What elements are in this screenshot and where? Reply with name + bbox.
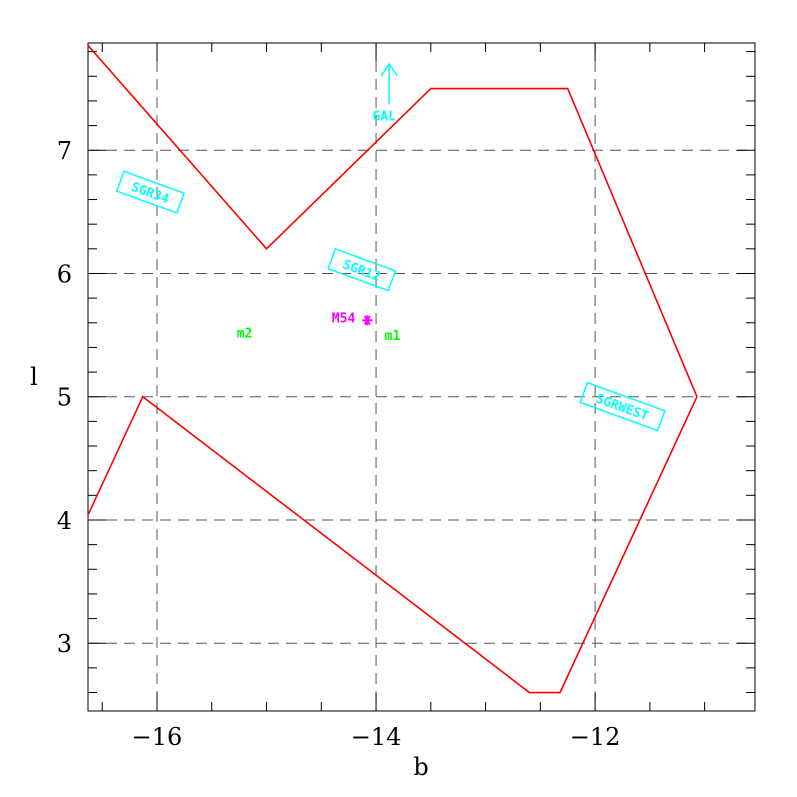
grid-lines — [88, 43, 755, 711]
marker-label: m1 — [385, 329, 401, 344]
y-axis-label: l — [30, 363, 38, 391]
gal-arrow: GAL — [372, 62, 398, 125]
markers: M54 m2 m1 — [237, 311, 401, 344]
x-tick-label: −14 — [351, 723, 402, 751]
gal-arrow-head-icon — [380, 62, 398, 77]
y-tick-label: 5 — [57, 384, 72, 412]
field-box: SGR34 — [115, 170, 186, 214]
y-tick-label: 7 — [57, 137, 72, 165]
cluster-label: M54 — [332, 311, 356, 326]
field-label: SGRWEST — [594, 392, 651, 425]
y-tick-label: 3 — [57, 630, 72, 658]
gal-label: GAL — [372, 110, 396, 125]
field-box: SGR12 — [327, 248, 397, 292]
field-box-outline — [115, 170, 186, 214]
region-outline-lower — [87, 395, 698, 694]
x-tick-label: −12 — [570, 723, 621, 751]
x-tick-label: −16 — [132, 723, 183, 751]
y-tick-label: 4 — [57, 507, 72, 535]
plot-frame — [87, 42, 756, 712]
x-axis-label: b — [413, 753, 428, 781]
field-box-outline — [579, 381, 666, 432]
region-outline — [87, 44, 698, 694]
field-box: SGRWEST — [579, 381, 666, 432]
tick-labels: −16 −14 −12 3 4 5 6 7 — [57, 137, 621, 751]
region-outline-upper — [87, 44, 698, 398]
y-tick-label: 6 — [57, 260, 72, 288]
axis-ticks — [88, 43, 755, 711]
marker-label: m2 — [237, 327, 253, 342]
field-box-outline — [327, 248, 397, 292]
cluster-star-icon — [362, 315, 373, 326]
